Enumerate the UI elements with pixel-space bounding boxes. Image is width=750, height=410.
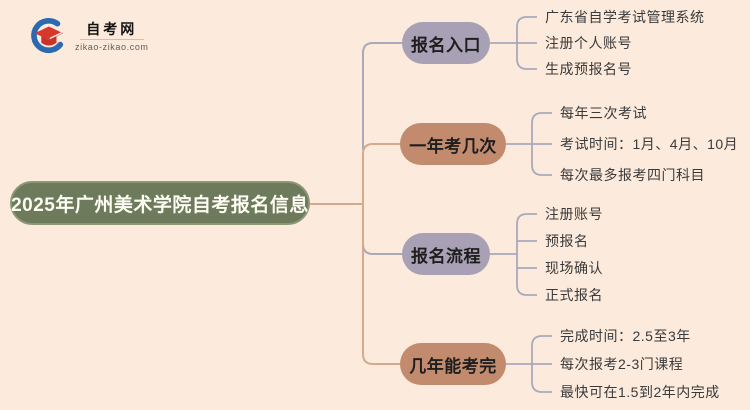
branch-pill-frequency-label: 一年考几次 [409, 136, 497, 156]
child-label: 考试时间：1月、4月、10月 [560, 136, 739, 152]
root-node-label: 2025年广州美术学院自考报名信息 [11, 194, 309, 216]
logo: 自考网 zikao-zikao.com [28, 17, 149, 57]
child-label: 最快可在1.5到2年内完成 [560, 384, 720, 400]
branch-pill-entry: 报名入口 [402, 22, 490, 64]
child-label: 注册账号 [545, 206, 603, 222]
root-node: 2025年广州美术学院自考报名信息 [10, 181, 310, 225]
branch-pill-process-label: 报名流程 [411, 246, 481, 266]
logo-name: 自考网 [86, 21, 138, 37]
child-label: 正式报名 [545, 287, 603, 303]
child-label: 预报名 [545, 233, 589, 249]
branch-pill-duration: 几年能考完 [400, 343, 506, 385]
logo-divider [79, 39, 144, 40]
branch-pill-entry-label: 报名入口 [411, 35, 481, 55]
child-label: 广东省自学考试管理系统 [545, 9, 705, 25]
branch-pill-process: 报名流程 [402, 233, 490, 275]
graduation-cap-icon [31, 17, 64, 54]
child-label: 每次最多报考四门科目 [560, 167, 705, 183]
child-label: 完成时间：2.5至3年 [560, 328, 691, 344]
child-label: 现场确认 [545, 260, 603, 276]
branch-pill-frequency: 一年考几次 [400, 123, 506, 165]
child-label: 每年三次考试 [560, 105, 647, 121]
child-label: 注册个人账号 [545, 35, 632, 51]
logo-domain: zikao-zikao.com [75, 42, 149, 52]
branch-pill-duration-label: 几年能考完 [409, 356, 497, 376]
child-label: 每次报考2-3门课程 [560, 356, 684, 372]
child-label: 生成预报名号 [545, 61, 632, 77]
